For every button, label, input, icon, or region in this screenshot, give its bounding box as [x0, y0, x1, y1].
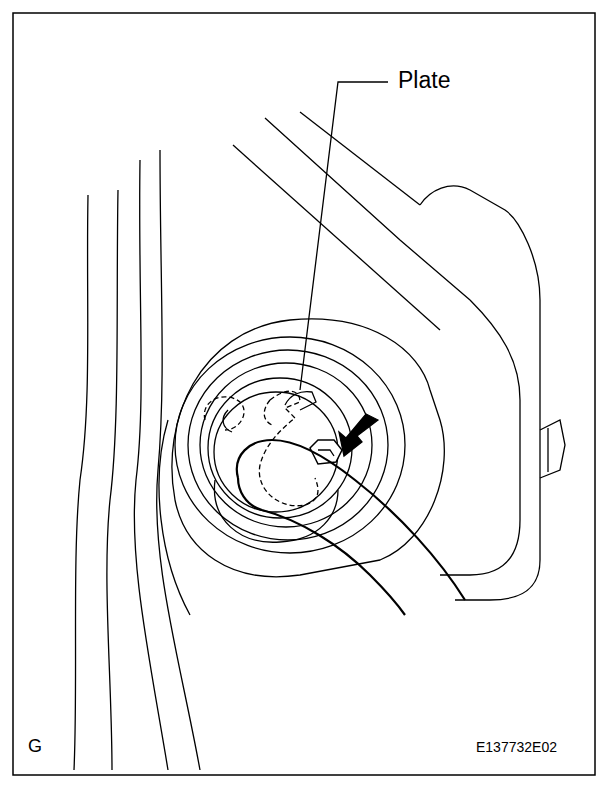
pointer-arrow	[339, 414, 378, 456]
body-line	[74, 195, 88, 770]
leader-line	[300, 82, 388, 390]
hole	[223, 410, 232, 432]
body-line	[107, 190, 118, 770]
body-line	[300, 112, 420, 205]
bracket	[420, 186, 540, 600]
mount-ring	[214, 480, 338, 542]
mount-outline	[172, 319, 444, 577]
hose	[262, 510, 405, 615]
figure-code: E137732E02	[476, 740, 557, 755]
clip	[540, 420, 565, 478]
clip	[547, 428, 548, 472]
body-line	[233, 145, 440, 330]
plate-hidden	[264, 400, 272, 425]
plate-hidden	[259, 391, 318, 506]
plate	[285, 392, 316, 410]
bracket	[440, 300, 520, 575]
body-line	[159, 420, 190, 615]
hose	[238, 478, 262, 510]
frame	[13, 13, 595, 775]
body-line	[265, 118, 470, 300]
hose	[237, 440, 465, 600]
body-line	[134, 160, 168, 770]
body-line	[157, 150, 200, 770]
mount-ring	[208, 378, 352, 518]
mount-ring	[188, 350, 388, 540]
view-letter: G	[28, 737, 42, 757]
part-name: Plate	[398, 68, 450, 93]
